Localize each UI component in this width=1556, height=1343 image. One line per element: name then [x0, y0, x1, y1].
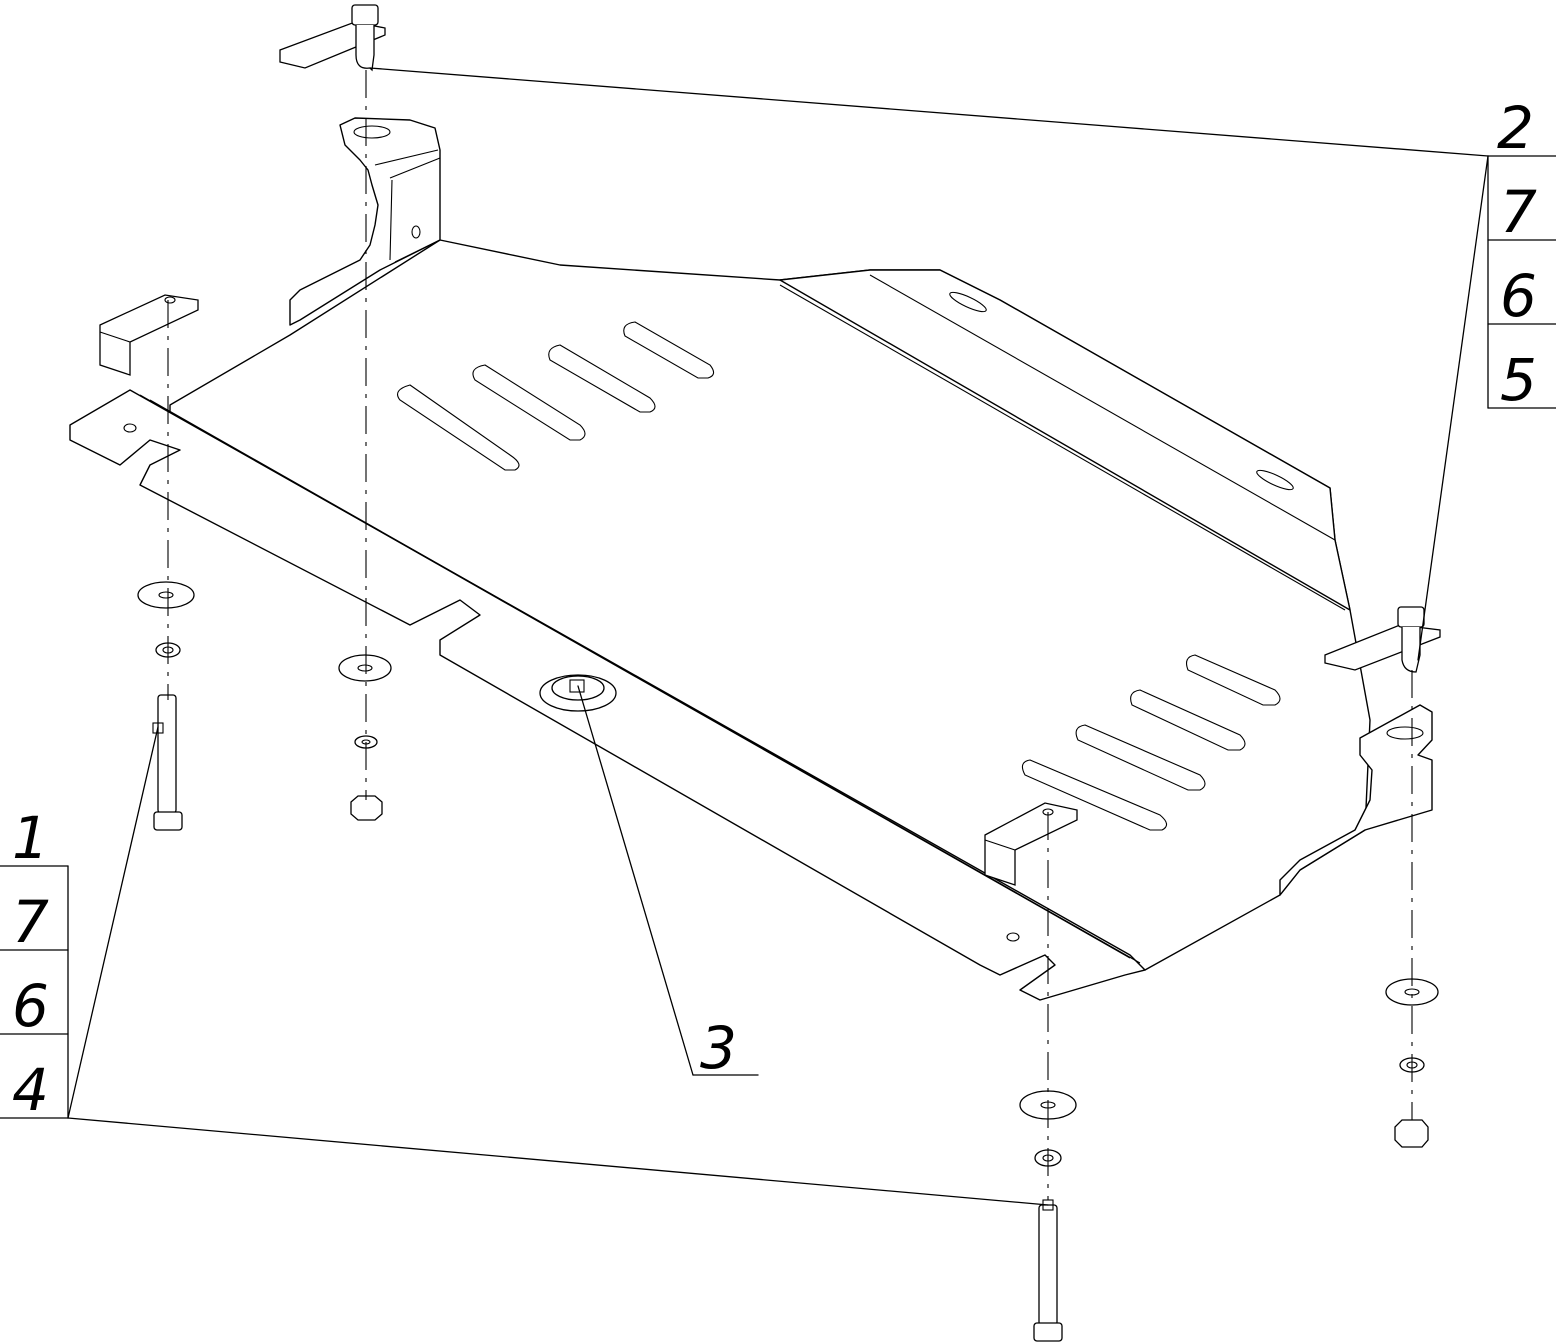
leader-lines [67, 67, 1489, 1206]
fastener-stack-b [338, 654, 392, 821]
callout-table-bottom-left: 1 7 6 4 [0, 804, 69, 1124]
rear-slot-2 [1256, 469, 1294, 491]
plate-body [169, 239, 1371, 971]
rear-flange [779, 269, 1351, 611]
fastener-stack-a [137, 581, 195, 831]
callout-label: 7 [1500, 178, 1537, 246]
callout-label: 2 [1497, 94, 1534, 162]
vent-slots-right [1021, 654, 1281, 831]
callout-center: 3 [700, 1014, 737, 1082]
front-hole-left [123, 423, 137, 433]
callout-label: 5 [1500, 346, 1537, 414]
top-left-nut-plate [279, 4, 386, 72]
bend-line-front [139, 394, 1131, 959]
callout-label: 1 [12, 804, 49, 872]
front-hole-right [1006, 932, 1020, 942]
bend-line-rear-2 [869, 274, 1336, 541]
left-bracket-slot [353, 125, 391, 139]
left-bracket-hole [411, 225, 421, 239]
bend-line-front-2 [149, 399, 1141, 964]
fastener-stack-c [1019, 1090, 1077, 1342]
drain-plug [539, 674, 617, 712]
right-bracket-slot [1386, 726, 1424, 740]
callout-label: 7 [12, 888, 49, 956]
rear-slot-1 [949, 291, 987, 313]
center-axes [167, 70, 1413, 1200]
skid-plate [69, 117, 1433, 1001]
vent-slots-left [397, 321, 715, 471]
top-right-nut-plate [1324, 606, 1441, 673]
left-mount-bracket [289, 117, 441, 326]
callout-label: 6 [12, 972, 49, 1040]
spacer-left [99, 294, 199, 376]
callout-label: 6 [1500, 262, 1537, 330]
callout-table-top-right: 2 7 6 5 [1487, 94, 1556, 414]
right-mount-bracket [1279, 704, 1433, 896]
callout-label: 4 [12, 1056, 49, 1124]
callout-label: 3 [700, 1014, 737, 1082]
fastener-stack-d [1385, 978, 1439, 1148]
bend-line-rear [779, 284, 1346, 611]
